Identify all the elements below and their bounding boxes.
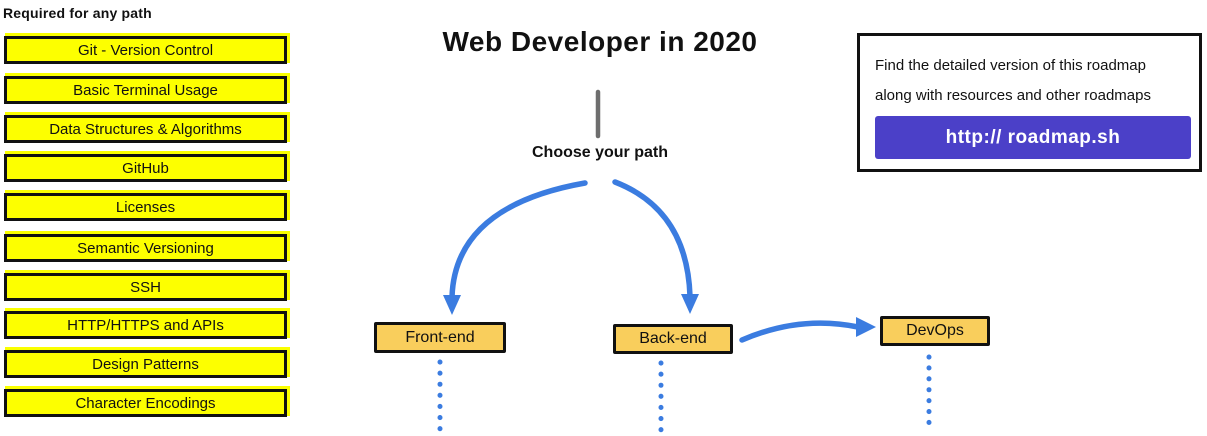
sidebar-item-git[interactable]: Git - Version Control [4, 36, 287, 64]
arrow-to-backend-head-icon [681, 294, 699, 314]
arrow-backend-to-devops-head-icon [856, 317, 876, 337]
choose-path-label: Choose your path [531, 144, 668, 161]
info-box-text-line1: Find the detailed version of this roadma… [875, 57, 1146, 74]
sidebar-item-character-encodings[interactable]: Character Encodings [4, 389, 287, 417]
roadmap-url-button[interactable]: http:// roadmap.sh [875, 116, 1191, 159]
sidebar-item-data-structures[interactable]: Data Structures & Algorithms [4, 115, 287, 143]
arrow-backend-to-devops [739, 320, 861, 343]
page-title: Web Developer in 2020 [442, 26, 758, 57]
sidebar-heading: Required for any path [3, 5, 152, 21]
arrow-to-frontend-head-icon [443, 295, 461, 315]
sidebar-item-http-apis[interactable]: HTTP/HTTPS and APIs [4, 311, 287, 339]
sidebar-item-design-patterns[interactable]: Design Patterns [4, 350, 287, 378]
sidebar-item-licenses[interactable]: Licenses [4, 193, 287, 221]
arrow-to-frontend [449, 180, 588, 300]
path-node-frontend[interactable]: Front-end [374, 322, 506, 353]
sidebar-item-github[interactable]: GitHub [4, 154, 287, 182]
sidebar-item-ssh[interactable]: SSH [4, 273, 287, 301]
arrow-to-backend [612, 179, 693, 299]
info-box-text-line2: along with resources and other roadmaps [875, 87, 1151, 104]
info-box: Find the detailed version of this roadma… [857, 33, 1202, 172]
sidebar-item-terminal[interactable]: Basic Terminal Usage [4, 76, 287, 104]
path-node-devops[interactable]: DevOps [880, 316, 990, 346]
path-node-backend[interactable]: Back-end [613, 324, 733, 354]
sidebar-item-semver[interactable]: Semantic Versioning [4, 234, 287, 262]
